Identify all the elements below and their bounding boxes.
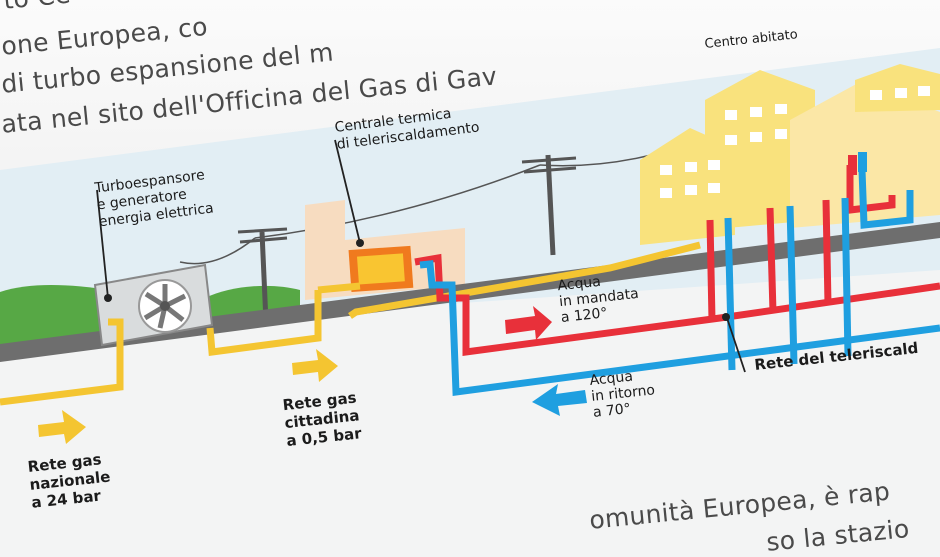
svg-text:Acqua: Acqua — [589, 369, 634, 389]
city-gas-arrow — [292, 349, 338, 382]
svg-text:a 70°: a 70° — [592, 401, 631, 421]
svg-text:in ritorno: in ritorno — [591, 382, 656, 405]
power-line — [179, 139, 701, 323]
grass-hill — [0, 285, 110, 345]
city-gas-label: Rete gas cittadina a 0,5 bar — [282, 389, 363, 450]
national-gas-arrow — [38, 410, 86, 444]
town-buildings — [640, 64, 940, 245]
leader-dot — [722, 313, 730, 321]
supply-arrow — [505, 306, 552, 340]
leader-lines — [96, 139, 746, 373]
svg-text:Acqua: Acqua — [557, 274, 602, 294]
leader-dot — [104, 294, 112, 302]
town-label: Centro abitato — [704, 27, 799, 52]
return-pipe — [419, 169, 940, 396]
return-water-label: Acqua in ritorno a 70° — [589, 369, 656, 421]
turboexpander-unit — [93, 263, 214, 347]
national-gas-label: Rete gas nazionale a 24 bar — [27, 450, 111, 511]
district-heating-diagram: Turboespansore e generatore energia elet… — [0, 27, 940, 512]
supply-water-label: Acqua in mandata a 120° — [557, 274, 640, 326]
supply-pipe — [414, 165, 940, 356]
gas-pipe — [0, 241, 701, 406]
svg-text:a 120°: a 120° — [560, 305, 608, 326]
return-arrow — [532, 384, 587, 416]
thermal-plant — [305, 200, 465, 300]
leader-dot — [356, 239, 364, 247]
